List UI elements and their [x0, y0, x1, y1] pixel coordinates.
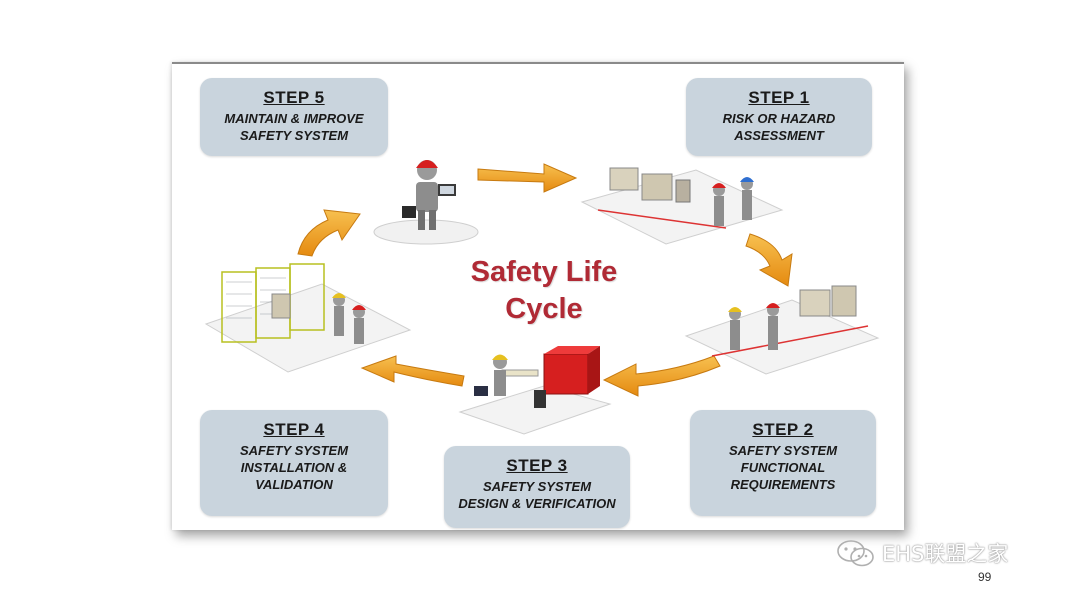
step-1-description: RISK OR HAZARD ASSESSMENT	[722, 111, 836, 143]
risk-assessment-workcell-illustration	[580, 167, 784, 245]
step-4-heading: STEP 4	[263, 420, 325, 439]
step-5-description: MAINTAIN & IMPROVE SAFETY SYSTEM	[224, 111, 364, 143]
cycle-arrows	[297, 163, 793, 397]
step-2-heading: STEP 2	[752, 420, 814, 439]
step-5-heading: STEP 5	[263, 88, 325, 107]
wechat-icon	[837, 540, 874, 567]
maintenance-technician-illustration	[373, 160, 479, 245]
center-title: Safety Life Cycle	[470, 256, 618, 325]
step-2-box: STEP 2 SAFETY SYSTEM FUNCTIONAL REQUIREM…	[690, 410, 876, 516]
step-3-box: STEP 3 SAFETY SYSTEM DESIGN & VERIFICATI…	[444, 446, 630, 528]
design-engineer-illustration	[458, 346, 612, 435]
step-4-description: SAFETY SYSTEM INSTALLATION & VALIDATION	[239, 443, 349, 492]
page-number: 99	[978, 570, 992, 584]
arrow-step2-to-step3	[602, 355, 721, 397]
step-5-box: STEP 5 MAINTAIN & IMPROVE SAFETY SYSTEM	[200, 78, 388, 156]
arrow-step4-to-step5	[297, 209, 361, 257]
functional-requirements-workcell-illustration	[684, 285, 880, 375]
step-1-box: STEP 1 RISK OR HAZARD ASSESSMENT	[686, 78, 872, 156]
step-3-description: SAFETY SYSTEM DESIGN & VERIFICATION	[458, 479, 616, 511]
step-1-heading: STEP 1	[748, 88, 810, 107]
installation-cell-illustration	[204, 263, 412, 373]
watermark-text: EHS联盟之家	[882, 542, 1009, 566]
watermark: EHS联盟之家	[836, 538, 1008, 568]
arrow-step5-to-step1	[477, 163, 578, 193]
step-2-description: SAFETY SYSTEM FUNCTIONAL REQUIREMENTS	[728, 443, 838, 492]
arrow-step1-to-step2	[745, 233, 793, 287]
step-3-heading: STEP 3	[506, 456, 568, 475]
step-4-box: STEP 4 SAFETY SYSTEM INSTALLATION & VALI…	[200, 410, 388, 516]
arrow-step3-to-step4	[360, 355, 465, 387]
slide: STEP 5 MAINTAIN & IMPROVE SAFETY SYSTEM …	[172, 62, 904, 530]
